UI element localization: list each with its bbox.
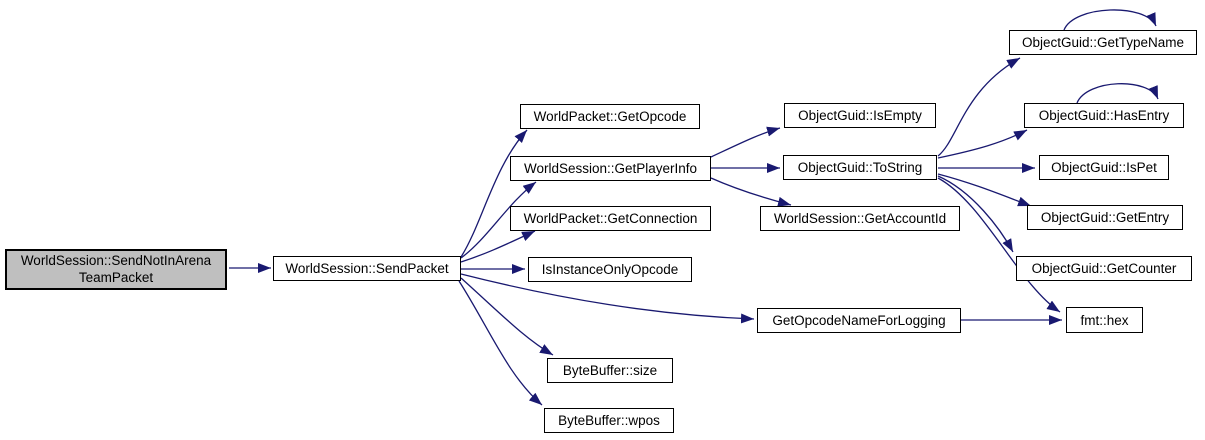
node-label: ByteBuffer::wpos (558, 413, 660, 428)
node-label-line2: TeamPacket (78, 269, 154, 285)
node-label: WorldSession::GetPlayerInfo (523, 161, 698, 176)
node-label: WorldSession::GetAccountId (773, 211, 947, 226)
node-to-string[interactable]: ObjectGuid::ToString (783, 155, 937, 180)
node-get-connection[interactable]: WorldPacket::GetConnection (510, 206, 711, 231)
node-bytebuffer-wpos[interactable]: ByteBuffer::wpos (544, 408, 674, 433)
node-bytebuffer-size[interactable]: ByteBuffer::size (547, 358, 673, 383)
node-is-empty[interactable]: ObjectGuid::IsEmpty (784, 103, 936, 128)
node-send-not-in-arena-team-packet: WorldSession::SendNotInArena TeamPacket (5, 249, 227, 290)
node-label: fmt::hex (1080, 312, 1129, 328)
edge-getplayerinfo-to-getaccountid (710, 177, 792, 207)
node-fmt-hex[interactable]: fmt::hex (1066, 307, 1143, 333)
node-label: ObjectGuid::IsEmpty (798, 108, 922, 123)
node-label-line1: WorldSession::SendNotInArena (20, 252, 212, 268)
node-is-instance-only-opcode[interactable]: IsInstanceOnlyOpcode (528, 257, 692, 282)
edge-tostring-to-hasentry (937, 129, 1028, 159)
edge-tostring-to-getcounter (937, 175, 1014, 253)
node-get-account-id[interactable]: WorldSession::GetAccountId (760, 206, 960, 231)
node-label: ObjectGuid::IsPet (1051, 160, 1157, 175)
edge-sendpacket-to-getconnection (460, 230, 536, 263)
node-label: ObjectGuid::GetCounter (1031, 261, 1177, 276)
node-get-type-name[interactable]: ObjectGuid::GetTypeName (1009, 30, 1197, 55)
node-label: WorldSession::SendPacket (285, 261, 449, 276)
edge-tostring-to-getentry (937, 173, 1032, 207)
node-label: WorldPacket::GetOpcode (533, 109, 687, 124)
edge-getplayerinfo-to-isempty (710, 126, 781, 158)
node-send-packet[interactable]: WorldSession::SendPacket (273, 256, 461, 281)
node-get-entry[interactable]: ObjectGuid::GetEntry (1027, 205, 1183, 230)
edge-tostring-to-gettypename (937, 57, 1021, 157)
node-label: IsInstanceOnlyOpcode (541, 262, 679, 277)
node-get-counter[interactable]: ObjectGuid::GetCounter (1016, 256, 1192, 281)
edge-sendpacket-to-bytebuffer-wpos (458, 280, 543, 406)
node-label: ObjectGuid::ToString (797, 160, 923, 175)
node-label: GetOpcodeNameForLogging (772, 313, 946, 328)
node-get-opcode-name-for-logging[interactable]: GetOpcodeNameForLogging (757, 308, 961, 333)
edge-sendpacket-to-getopcodenameforlogging (460, 273, 755, 324)
node-get-opcode[interactable]: WorldPacket::GetOpcode (520, 104, 700, 129)
edge-hasentry-self-loop (1076, 83, 1159, 104)
edge-tostring-to-fmt-hex (937, 177, 1061, 313)
node-get-player-info[interactable]: WorldSession::GetPlayerInfo (510, 156, 711, 181)
node-label: WorldPacket::GetConnection (523, 211, 698, 226)
edge-gettypename-self-loop (1063, 9, 1157, 31)
node-label: ObjectGuid::GetEntry (1040, 210, 1170, 225)
edge-sendpacket-to-bytebuffer-size (460, 277, 554, 356)
node-has-entry[interactable]: ObjectGuid::HasEntry (1024, 103, 1184, 128)
node-label: ObjectGuid::GetTypeName (1021, 35, 1185, 50)
node-is-pet[interactable]: ObjectGuid::IsPet (1039, 155, 1169, 180)
node-label: ObjectGuid::HasEntry (1038, 108, 1170, 123)
edge-sendpacket-to-getplayerinfo (460, 181, 537, 259)
edge-sendpacket-to-getopcode (460, 129, 528, 258)
node-label: ByteBuffer::size (562, 363, 658, 378)
